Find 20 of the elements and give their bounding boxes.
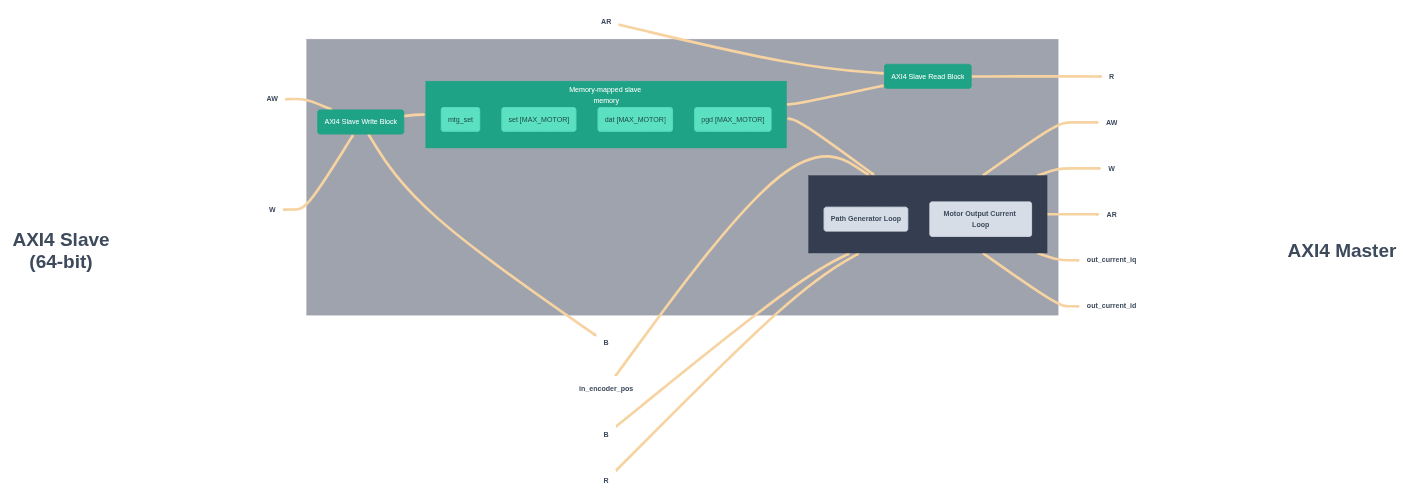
arrow — [613, 155, 870, 378]
cluster — [808, 175, 1048, 254]
arrow — [367, 133, 598, 337]
arrow — [614, 252, 860, 473]
arrow — [981, 120, 1100, 177]
bus-label: AXI4 Master — [1287, 240, 1397, 262]
arrow — [284, 97, 334, 111]
arrow — [1047, 212, 1101, 217]
arrow — [786, 84, 885, 106]
arrow — [617, 23, 886, 76]
arrow — [403, 112, 426, 118]
arrow — [282, 133, 354, 211]
arrow — [1037, 166, 1102, 177]
arrow — [981, 251, 1081, 309]
arrow — [786, 116, 876, 176]
arrow — [614, 252, 851, 429]
cluster — [306, 38, 1059, 316]
bus-label: AXI4 Slave (64-bit) — [11, 229, 111, 273]
arrow — [1037, 251, 1081, 263]
arrow — [971, 74, 1103, 79]
